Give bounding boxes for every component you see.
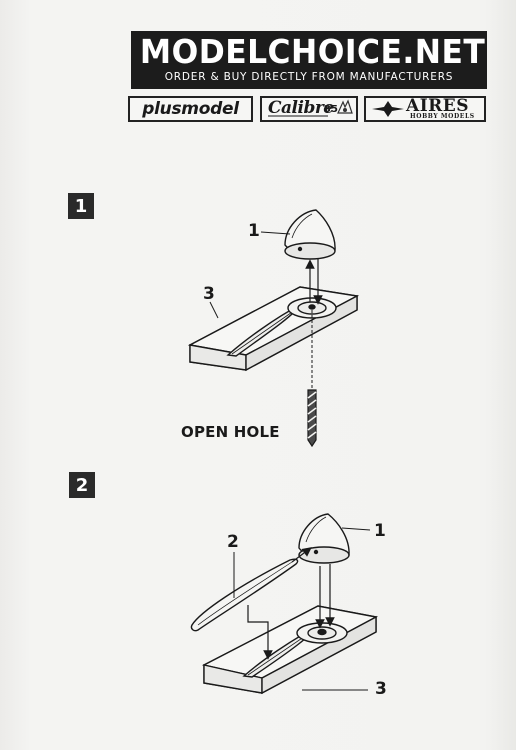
calibre-crest-icon (337, 99, 353, 114)
aires-star-icon (372, 101, 404, 117)
step2-base-block-icon (201, 605, 379, 695)
step2-arrow-blade-down (247, 605, 273, 660)
step2-callout-1-leader (341, 527, 371, 531)
step1-callout-1-leader (260, 231, 291, 235)
open-hole-note: OPEN HOLE (181, 423, 280, 441)
step1-base-block-icon (187, 286, 360, 372)
site-subtitle: ORDER & BUY DIRECTLY FROM MANUFACTURERS (164, 71, 454, 83)
step-2-badge: 2 (69, 472, 95, 498)
calibre-scale: 35 (324, 104, 338, 115)
propeller-blade-icon (190, 558, 299, 632)
step2-callout-3: 3 (375, 679, 387, 699)
site-title: MODELCHOICE.NET (139, 32, 486, 71)
step1-callout-1: 1 (248, 221, 260, 241)
plusmodel-part2: model (181, 99, 239, 119)
aires-logo: AIRES HOBBY MODELS (364, 96, 486, 122)
calibre-logo: Calibre 35 (260, 96, 358, 122)
plusmodel-part1: plus (142, 99, 182, 119)
aires-subtitle: HOBBY MODELS (410, 113, 475, 120)
step-1-badge: 1 (68, 193, 94, 219)
step2-callout-1: 1 (374, 521, 386, 541)
step1-callout-3: 3 (203, 284, 215, 304)
drill-bit-icon (307, 389, 317, 448)
plusmodel-logo: plusmodel (128, 96, 253, 122)
calibre-fine-print (268, 115, 328, 117)
step1-callout-3-leader (209, 301, 219, 319)
aires-name: AIRES (406, 96, 470, 116)
step1-spinner-cone-icon (284, 209, 336, 260)
step2-spinner-cone-icon (298, 513, 350, 564)
header-banner: MODELCHOICE.NET ORDER & BUY DIRECTLY FRO… (131, 31, 487, 89)
step2-callout-2: 2 (227, 532, 239, 552)
step2-arrow-blade-to-cone (291, 547, 312, 563)
calibre-name: Calibre (268, 98, 334, 118)
